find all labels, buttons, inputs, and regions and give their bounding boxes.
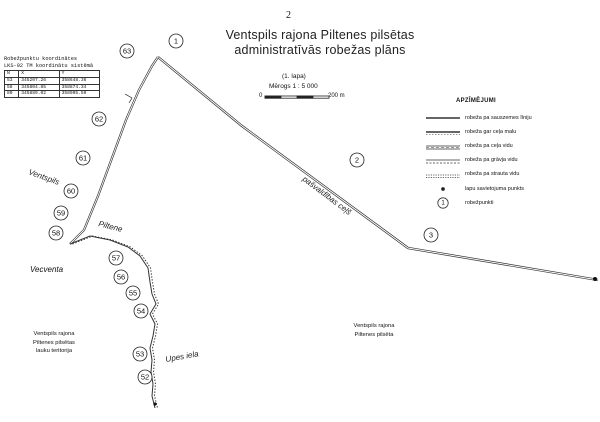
scale-label: Mērogs 1 : 5 000 [269, 83, 318, 90]
point-label-62: 62 [95, 115, 103, 124]
point-label-57: 57 [112, 254, 120, 263]
table-row: 80 345889.02 358905.59 [3, 90, 101, 99]
point-label-1: 1 [174, 37, 178, 46]
scale-end: 200 m [328, 93, 345, 99]
coordinate-table: N X Y 53 345207.26 358648.36 58 345804.8… [3, 70, 101, 99]
point-label-3: 3 [429, 231, 433, 240]
area-label-left-line-2: Piltenes pilsētas [33, 339, 75, 346]
legend-point-symbol: 1 [441, 200, 445, 207]
legend-item-stream-middle: robeža pa strauta vidu [465, 171, 520, 177]
point-label-54: 54 [137, 307, 145, 316]
coordinate-block: Robežpunktu koordinātes LKS-92 TM koordi… [3, 56, 101, 99]
coordinate-cell: 80 [3, 90, 20, 99]
point-label-53: 53 [136, 350, 144, 359]
upes-iela-label: Upes iela [165, 349, 200, 364]
point-label-60: 60 [67, 187, 75, 196]
map-title-line-2: administratīvās robežas plāns [234, 43, 406, 57]
sheet-junction-point-east [593, 277, 597, 281]
point-label-63: 63 [123, 47, 131, 56]
boundary-points [48, 33, 439, 385]
map-title-line-1: Ventspils rajona Piltenes pilsētas [225, 28, 415, 42]
area-label-right-line-2: Piltenes pilsēta [354, 331, 394, 338]
point-label-61: 61 [79, 154, 87, 163]
road-label: pašvaldības ceļš [300, 174, 353, 217]
legend-item-road-edge: robeža gar ceļa malu [465, 129, 517, 135]
boundary-point-labels: 1 2 3 52 53 54 55 56 57 58 59 60 61 62 6… [52, 37, 433, 382]
sheet-junction-point-south [153, 402, 157, 406]
ventspils-label: Ventspils [27, 167, 60, 186]
area-label-right-line-1: Ventspils rajona [353, 323, 395, 329]
legend-item-land-line: robeža pa sauszemes līniju [465, 115, 532, 121]
area-label-right: Ventspils rajona Piltenes pilsēta [334, 322, 414, 339]
legend-item-road-middle: robeža pa ceļa vidu [465, 143, 513, 149]
area-label-left-line-3: lauku teritorija [35, 348, 73, 354]
coordinate-heading-1: Robežpunktu koordinātes [4, 56, 78, 62]
point-label-58: 58 [52, 229, 60, 238]
point-label-56: 56 [117, 273, 125, 282]
page-number: 2 [286, 10, 291, 21]
legend-item-ditch-middle: robeža pa grāvja vidu [465, 157, 518, 163]
point-label-2: 2 [355, 156, 359, 165]
point-label-55: 55 [129, 289, 137, 298]
area-label-left: Ventspils rajona Piltenes pilsētas lauku… [14, 330, 94, 356]
boundary-line-west [69, 56, 159, 245]
legend-symbols: 1 [426, 117, 460, 209]
legend-heading: APZĪMĒJUMI [456, 98, 497, 104]
vecventa-label: Vecventa [30, 265, 64, 274]
scale-bar [264, 95, 330, 99]
sheet-label: (1. lapa) [282, 73, 306, 80]
coordinate-heading-2: LKS-92 TM koordinātu sistēmā [4, 62, 94, 69]
legend-item-boundary-points: robežpunkti [465, 200, 494, 206]
arrow-icon [124, 93, 133, 104]
legend-item-sheet-junction: lapu savietojuma punkts [465, 186, 525, 192]
point-label-52: 52 [141, 373, 149, 382]
point-label-59: 59 [57, 209, 65, 218]
coordinate-cell: 358905.59 [58, 90, 101, 99]
boundary-line-main [157, 56, 599, 282]
piltene-label: Piltene [98, 219, 124, 234]
area-label-left-line-1: Ventspils rajona [33, 331, 75, 337]
scale-start: 0 [259, 93, 263, 99]
